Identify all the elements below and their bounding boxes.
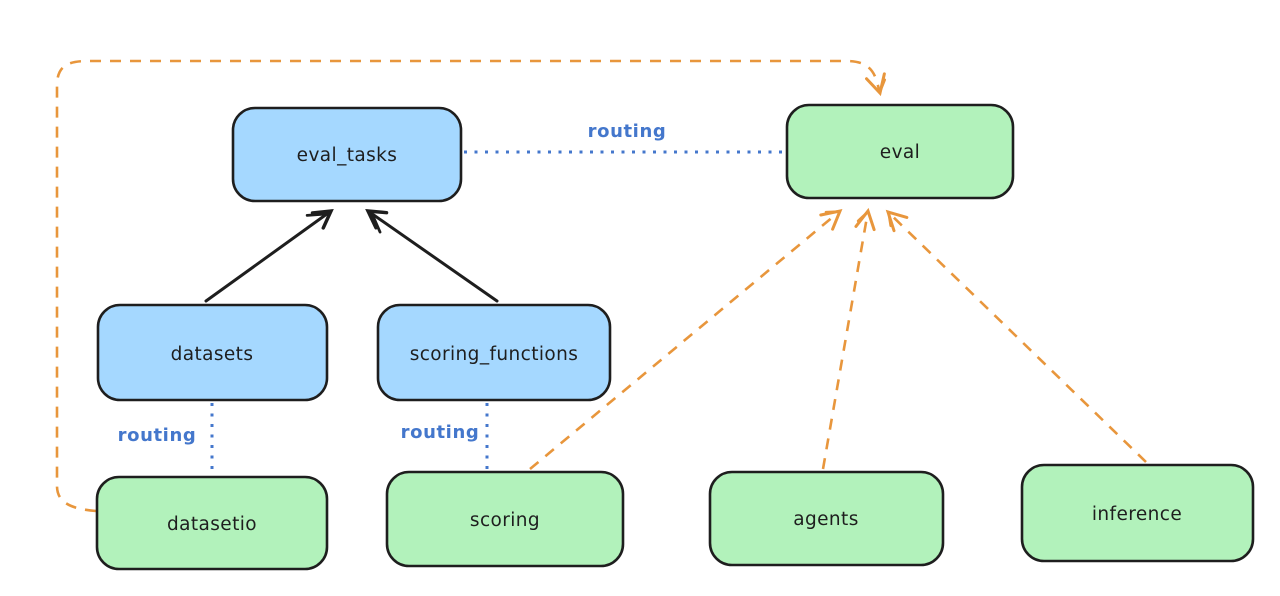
node-datasetio: datasetio <box>95 475 329 571</box>
edge-group-orange-dependencies <box>55 59 1147 513</box>
edge-agents-eval <box>821 207 876 470</box>
routing-label-datasets: routing <box>118 425 197 446</box>
node-datasets: datasets <box>96 303 329 402</box>
node-scoring: scoring <box>385 470 625 568</box>
edge-inference-eval <box>885 209 1147 463</box>
routing-labels: routing routing routing <box>118 121 667 446</box>
node-scoring-functions-label: scoring_functions <box>410 344 579 365</box>
node-agents: agents <box>708 470 945 567</box>
edge-datasetio-eval <box>55 59 887 513</box>
node-datasetio-box <box>95 475 329 571</box>
node-inference-label: inference <box>1092 504 1182 525</box>
node-eval-tasks-label: eval_tasks <box>297 145 398 166</box>
node-agents-box <box>708 470 945 567</box>
node-scoring-functions: scoring_functions <box>376 303 612 402</box>
edge-scoring-eval <box>529 208 843 470</box>
node-agents-label: agents <box>793 509 858 530</box>
node-scoring-functions-box <box>376 303 612 402</box>
node-eval-tasks-box <box>231 106 463 203</box>
node-eval: eval <box>785 103 1015 200</box>
edge-group-black-registrations <box>204 208 499 303</box>
node-datasetio-label: datasetio <box>167 514 257 535</box>
node-eval-box <box>785 103 1015 200</box>
node-inference-box <box>1020 463 1255 563</box>
edge-group-blue-routing <box>210 150 785 474</box>
node-datasets-label: datasets <box>171 344 254 365</box>
routing-label-top: routing <box>588 121 667 142</box>
edge-datasets-eval-tasks <box>204 208 334 303</box>
edge-scoring-functions-eval-tasks <box>365 209 499 303</box>
node-inference: inference <box>1020 463 1255 563</box>
node-datasets-box <box>96 303 329 402</box>
node-eval-label: eval <box>880 142 920 163</box>
routing-label-scoring: routing <box>401 422 480 443</box>
node-scoring-label: scoring <box>470 510 540 531</box>
node-scoring-box <box>385 470 625 568</box>
node-eval-tasks: eval_tasks <box>231 106 463 203</box>
